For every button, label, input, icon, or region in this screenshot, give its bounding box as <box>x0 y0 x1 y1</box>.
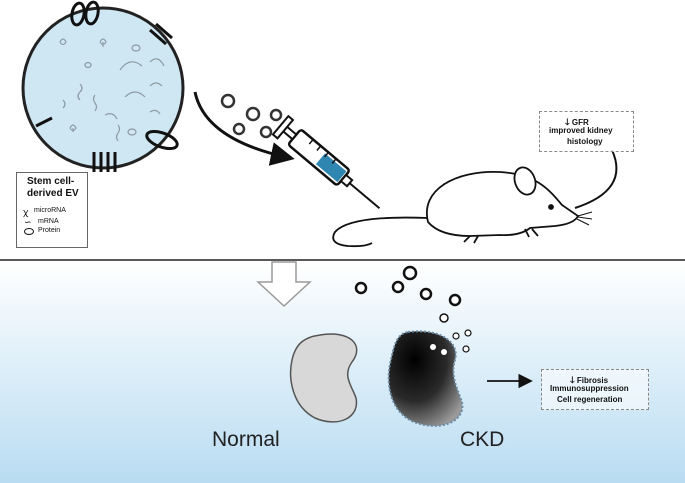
ev-legend-title-line1: Stem cell- <box>27 176 75 187</box>
ckd-outcome-box: 🡓 Fibrosis Immunosuppression Cell regene… <box>541 369 649 410</box>
ckd-outcome-line3: Cell regeneration <box>557 395 623 404</box>
down-arrow-icon <box>256 261 312 308</box>
protein-icon <box>24 228 34 235</box>
mouse-illustration <box>332 166 593 248</box>
down-arrow-small-icon: 🡓 <box>570 375 575 385</box>
extracellular-vesicle <box>21 0 185 172</box>
normal-kidney-label: Normal <box>212 428 280 451</box>
ev-legend-title-line2: derived EV <box>27 188 79 199</box>
ev-legend-item-protein: Protein <box>38 227 61 234</box>
ckd-kidney <box>387 330 464 427</box>
ckd-outcome-line1: 🡓 Fibrosis <box>570 375 609 385</box>
injection-arrow <box>193 91 295 166</box>
mouse-outcome-line1: 🡓 GFR <box>565 117 589 127</box>
mouse-outcome-pointer <box>574 149 618 209</box>
mrna-icon: ∽ <box>24 217 32 227</box>
mouse-outcome-line2: improved kidney <box>549 126 613 135</box>
mouse-outcome-box: 🡓 GFR improved kidney histology <box>539 111 634 152</box>
microrna-icon: ꭓ <box>23 207 28 217</box>
ev-legend: Stem cell- derived EV ꭓ microRNA ∽ mRNA … <box>16 172 88 248</box>
ev-legend-item-mrna: mRNA <box>38 218 59 225</box>
normal-kidney <box>289 333 358 423</box>
mouse-outcome-line3: histology <box>567 137 603 146</box>
kidney-vesicles <box>354 265 472 355</box>
ckd-outcome-line2: Immunosuppression <box>550 384 629 393</box>
ckd-kidney-label: CKD <box>460 428 505 451</box>
down-arrow-small-icon: 🡓 <box>565 117 570 127</box>
ev-legend-item-microrna: microRNA <box>34 207 66 214</box>
released-vesicles <box>220 93 283 139</box>
syringe-icon <box>271 114 381 209</box>
vesicle-cargo <box>59 38 165 142</box>
membrane-proteins <box>35 0 179 172</box>
